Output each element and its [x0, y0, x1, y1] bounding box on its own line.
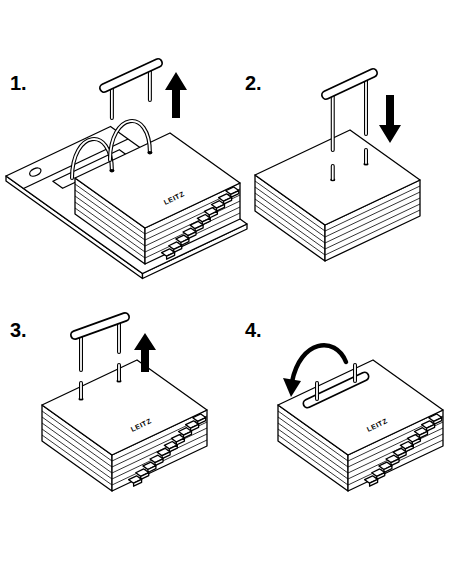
- brand-label: LEITZ: [365, 417, 388, 433]
- down-arrow: [379, 95, 401, 143]
- step-number: 1.: [10, 73, 27, 93]
- punch-hole: [109, 169, 114, 172]
- finger-hole: [28, 166, 42, 177]
- clip: [75, 317, 125, 370]
- binder-board: [6, 127, 247, 274]
- divider-stack: [42, 360, 207, 491]
- up-arrow: [134, 333, 156, 372]
- pin: [81, 365, 119, 398]
- clip: [104, 63, 158, 118]
- arch-ring: [72, 121, 150, 178]
- step-number: 2.: [245, 73, 262, 93]
- post: [333, 150, 366, 179]
- clip: [326, 73, 373, 150]
- binder-step-four: [278, 345, 443, 491]
- bend-arrowhead: [283, 378, 301, 397]
- brand-label: LEITZ: [162, 190, 185, 206]
- divider-stack: [75, 133, 240, 264]
- step-number: 3.: [10, 320, 27, 340]
- punch-hole: [147, 151, 152, 154]
- divider-stack: [278, 360, 443, 491]
- divider-stack: [255, 130, 420, 261]
- step-number: 4.: [245, 320, 262, 340]
- bend-arrow: [292, 345, 346, 382]
- binder-step-one: [6, 63, 247, 279]
- binder-step-three: [42, 317, 207, 491]
- up-arrow: [165, 72, 187, 118]
- brand-label: LEITZ: [129, 417, 152, 433]
- binder-step-two: [255, 73, 420, 261]
- pin: [317, 365, 355, 399]
